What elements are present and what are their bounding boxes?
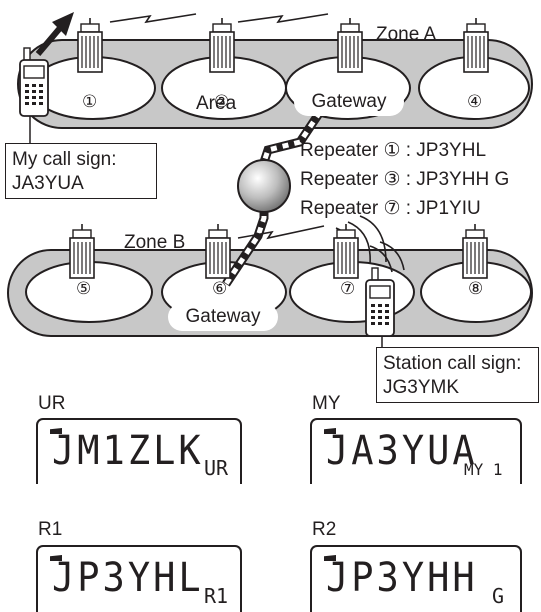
- uplink-arrow: [35, 12, 74, 56]
- zone-b-label: Zone B: [124, 232, 186, 253]
- gateway-label-zone-a: Gateway: [294, 88, 404, 116]
- repeater-1-info: Repeater ① : JP3YHL: [300, 140, 487, 161]
- my-handheld-radio: [19, 47, 49, 117]
- internet-sphere: [237, 159, 291, 213]
- battery-icon: [324, 555, 336, 561]
- battery-icon: [50, 555, 62, 561]
- ur-display-label: UR: [38, 393, 66, 414]
- station-call-sign-box: Station call sign: JG3YMK: [376, 347, 539, 403]
- ur-display-suffix: UR: [204, 456, 229, 480]
- r2-display-text: JP3YHH: [326, 554, 478, 601]
- area-number-5: ⑤: [76, 279, 92, 298]
- area-number-4: ④: [467, 92, 483, 111]
- r1-display-text: JP3YHL: [52, 554, 204, 601]
- repeater-7-info: Repeater ⑦ : JP1YIU: [300, 198, 481, 219]
- r1-display-suffix: R1: [204, 584, 229, 608]
- area-number-1: ①: [82, 92, 98, 111]
- station-handheld-radio: [365, 267, 395, 337]
- zone-a-label: Zone A: [376, 24, 437, 45]
- battery-icon: [324, 428, 336, 434]
- my-display: JA3YUA MY 1: [310, 418, 522, 484]
- r1-display: JP3YHL R1: [36, 545, 242, 612]
- area-number-7: ⑦: [340, 279, 356, 298]
- r1-display-label: R1: [38, 519, 63, 540]
- r2-display-label: R2: [312, 519, 337, 540]
- area-number-6: ⑥: [212, 279, 228, 298]
- area-label: Area: [196, 93, 237, 114]
- station-call-sign-label: Station call sign:: [383, 353, 522, 374]
- my-call-sign-value: JA3YUA: [12, 173, 84, 194]
- r2-display: JP3YHH G: [310, 545, 522, 612]
- my-call-sign-box: My call sign: JA3YUA: [5, 143, 157, 199]
- repeater-3-info: Repeater ③ : JP3YHH G: [300, 169, 510, 190]
- station-call-sign-value: JG3YMK: [383, 377, 460, 398]
- ur-display-text: JM1ZLK: [52, 427, 204, 474]
- zone-b: [7, 249, 533, 337]
- my-call-sign-label: My call sign:: [12, 149, 117, 170]
- area-number-8: ⑧: [468, 279, 484, 298]
- gateway-label-zone-b: Gateway: [168, 303, 278, 331]
- my-display-label: MY: [312, 393, 341, 414]
- battery-icon: [50, 428, 62, 434]
- my-display-suffix: MY 1: [464, 460, 503, 479]
- ur-display: JM1ZLK UR: [36, 418, 242, 484]
- my-display-text: JA3YUA: [326, 427, 478, 474]
- area-number-2: ②: [214, 92, 230, 111]
- r2-display-suffix: G: [492, 584, 505, 608]
